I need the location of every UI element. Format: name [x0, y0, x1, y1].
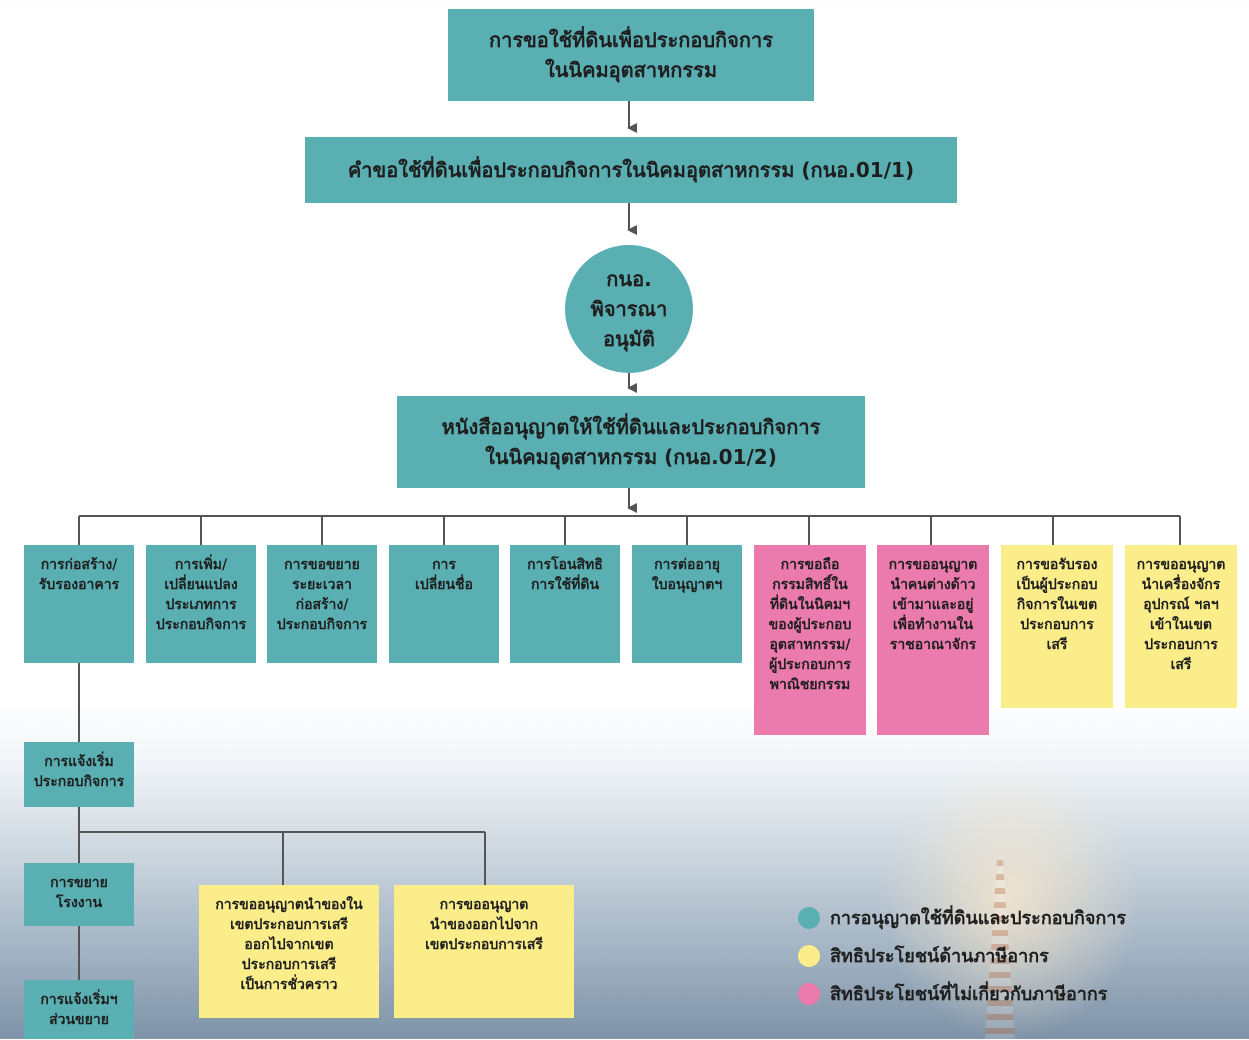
branch-change-business-type: การเพิ่ม/ เปลี่ยนแปลง ประเภทการ ประกอบกิ… — [146, 545, 256, 663]
branch-renew-license: การต่ออายุ ใบอนุญาตฯ — [632, 545, 742, 663]
branch-foreign-workers: การขออนุญาต นำคนต่างด้าว เข้ามาและอยู่ เ… — [877, 545, 989, 735]
legend-label: การอนุญาตใช้ที่ดินและประกอบกิจการ — [830, 908, 1127, 929]
notify-start-box: การแจ้งเริ่ม ประกอบกิจการ — [24, 742, 134, 807]
branch-land-ownership: การขอถือ กรรมสิทธิ์ใน ที่ดินในนิคมฯ ของผ… — [754, 545, 866, 735]
notify-expansion-box: การแจ้งเริ่มฯ ส่วนขยาย — [24, 980, 134, 1039]
branch-transfer-land-rights: การโอนสิทธิ การใช้ที่ดิน — [510, 545, 620, 663]
branch-import-machinery: การขออนุญาต นำเครื่องจักร อุปกรณ์ ฯลฯ เข… — [1125, 545, 1237, 708]
legend-label: สิทธิประโยชน์ด้านภาษีอากร — [830, 946, 1049, 967]
legend-item-non-tax-benefits: สิทธิประโยชน์ที่ไม่เกี่ยวกับภาษีอากร — [798, 979, 1107, 1008]
expand-factory-box: การขยาย โรงงาน — [24, 863, 134, 926]
approval-circle: กนอ. พิจารณา อนุมัติ — [565, 245, 693, 373]
branch-construction-certification: การก่อสร้าง/ รับรองอาคาร — [24, 545, 134, 663]
temp-export-box: การขออนุญาตนำของใน เขตประกอบการเสรี ออกไ… — [199, 885, 379, 1018]
branch-extend-period: การขอขยาย ระยะเวลา ก่อสร้าง/ ประกอบกิจกา… — [267, 545, 377, 663]
background-glow — [880, 760, 1140, 1040]
legend-pink-dot — [798, 982, 820, 1005]
request-box: คำขอใช้ที่ดินเพื่อประกอบกิจการในนิคมอุตส… — [305, 137, 957, 203]
legend-item-tax-benefits: สิทธิประโยชน์ด้านภาษีอากร — [798, 941, 1049, 970]
legend-teal-dot — [798, 906, 820, 929]
legend-yellow-dot — [798, 944, 820, 967]
top-box: การขอใช้ที่ดินเพื่อประกอบกิจการ ในนิคมอุ… — [448, 9, 814, 101]
permit-box: หนังสืออนุญาตให้ใช้ที่ดินและประกอบกิจการ… — [397, 396, 865, 488]
legend-label: สิทธิประโยชน์ที่ไม่เกี่ยวกับภาษีอากร — [830, 984, 1108, 1005]
branch-change-name: การ เปลี่ยนชื่อ — [389, 545, 499, 663]
export-out-box: การขออนุญาต นำของออกไปจาก เขตประกอบการเส… — [394, 885, 574, 1018]
branch-free-zone-certification: การขอรับรอง เป็นผู้ประกอบ กิจการในเขต ปร… — [1001, 545, 1113, 708]
legend-item-land-use-permit: การอนุญาตใช้ที่ดินและประกอบกิจการ — [798, 903, 1126, 932]
